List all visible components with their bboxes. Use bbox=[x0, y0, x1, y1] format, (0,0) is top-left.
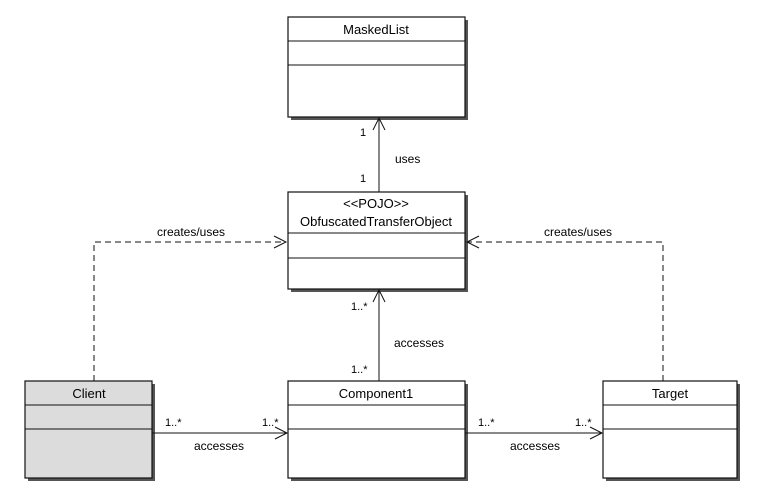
open-arrowhead bbox=[274, 426, 289, 440]
association-component-accesses-oto: accesses 1..* 1..* bbox=[351, 288, 444, 381]
multiplicity-source: 1 bbox=[360, 173, 366, 185]
class-obfuscated-transfer-object[interactable]: <<POJO>> ObfuscatedTransferObject bbox=[287, 191, 468, 292]
multiplicity-source: 1..* bbox=[351, 364, 368, 376]
class-box bbox=[287, 191, 466, 290]
association-label: uses bbox=[395, 152, 420, 166]
association-label: accesses bbox=[394, 336, 444, 350]
open-arrowhead bbox=[372, 288, 386, 303]
dependency-line bbox=[93, 241, 286, 381]
class-name: Component1 bbox=[339, 386, 413, 401]
association-label: accesses bbox=[194, 439, 244, 453]
dependency-label: creates/uses bbox=[157, 225, 225, 239]
dependency-target-creates-uses: creates/uses bbox=[465, 225, 664, 381]
open-arrowhead bbox=[589, 426, 604, 440]
open-arrowhead bbox=[465, 235, 480, 249]
association-component-accesses-target: accesses 1..* 1..* bbox=[465, 417, 604, 453]
open-arrowhead bbox=[372, 116, 386, 131]
association-client-accesses-component: accesses 1..* 1..* bbox=[152, 417, 289, 453]
class-name: Target bbox=[652, 386, 689, 401]
association-uses: uses 1 1 bbox=[360, 116, 420, 192]
multiplicity-target: 1..* bbox=[575, 417, 592, 429]
class-masked-list[interactable]: MaskedList bbox=[287, 16, 468, 120]
multiplicity-source: 1..* bbox=[165, 417, 182, 429]
multiplicity-target: 1..* bbox=[351, 301, 368, 313]
class-stereotype: <<POJO>> bbox=[343, 196, 409, 211]
class-name: Client bbox=[72, 386, 106, 401]
dependency-label: creates/uses bbox=[544, 225, 612, 239]
association-label: accesses bbox=[510, 439, 560, 453]
open-arrowhead bbox=[273, 235, 288, 249]
dependency-line bbox=[467, 241, 664, 381]
multiplicity-target: 1..* bbox=[262, 417, 279, 429]
class-component1[interactable]: Component1 bbox=[287, 380, 468, 481]
multiplicity-source: 1..* bbox=[478, 417, 495, 429]
class-box bbox=[287, 16, 466, 118]
class-name: MaskedList bbox=[343, 22, 409, 37]
class-client[interactable]: Client bbox=[24, 380, 155, 481]
dependency-client-creates-uses: creates/uses bbox=[93, 225, 288, 381]
multiplicity-target: 1 bbox=[360, 127, 366, 139]
class-name: ObfuscatedTransferObject bbox=[300, 214, 452, 229]
class-target[interactable]: Target bbox=[602, 380, 740, 481]
